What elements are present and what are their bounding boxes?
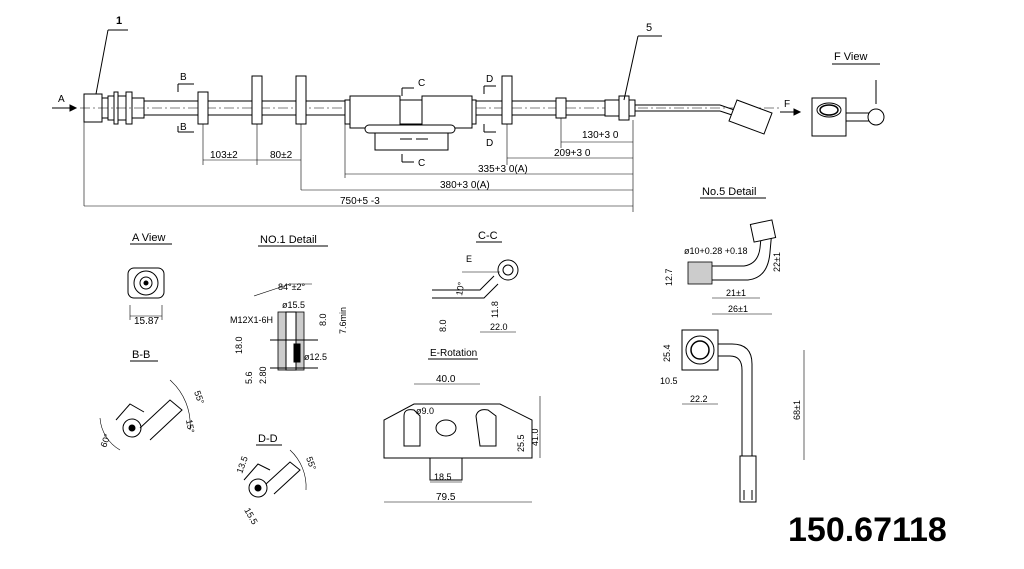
section-c-bottom: C: [418, 158, 425, 169]
a-arrow-label: A: [58, 94, 65, 105]
no5-25-4: 25.4: [662, 344, 672, 362]
e-79-5: 79.5: [436, 492, 456, 503]
f-view: F View: [811, 51, 885, 137]
no1-detail-title: NO.1 Detail: [260, 234, 317, 246]
e-18-5: 18.5: [434, 472, 452, 482]
no1-8: 8.0: [318, 313, 328, 326]
cc-title: C-C: [478, 230, 498, 242]
no5-21: 21±1: [726, 288, 746, 298]
section-b-top: B: [180, 72, 187, 83]
e-9: ø9.0: [416, 406, 434, 416]
no1-dia15: ø15.5: [282, 300, 305, 310]
bb-15: 15°: [184, 419, 196, 435]
part-number: 150.67118: [788, 511, 947, 549]
cc-22: 22.0: [490, 322, 508, 332]
no5-dia: ø10+0.28 +0.18: [684, 246, 748, 256]
section-d-top: D: [486, 74, 493, 85]
section-c-top: C: [418, 78, 425, 89]
dd-15: 15.5: [242, 506, 259, 526]
cc-8: 8.0: [438, 319, 448, 332]
e-41: 41.0: [530, 428, 540, 446]
e-rotation-title: E-Rotation: [430, 348, 477, 359]
cc-section: C-C E 10° 11.8 8.0 22.0: [432, 230, 519, 333]
cc-11-8: 11.8: [490, 301, 500, 318]
dim-335: 335+3 0(A): [478, 164, 528, 175]
dim-380: 380+3 0(A): [440, 180, 490, 191]
cc-10: 10°: [454, 281, 466, 297]
no5-22: 22±1: [772, 252, 782, 272]
dim-209: 209+3 0: [554, 148, 591, 159]
dd-13-5: 13.5: [234, 455, 249, 475]
main-hose-assembly: A: [52, 15, 802, 212]
bb-section: B-B 60° 55° 15°: [98, 349, 206, 451]
section-d-bottom: D: [486, 138, 493, 149]
no1-detail: NO.1 Detail 84°±2° ø15.5 M12X1-6H 8.0 7.…: [230, 234, 348, 384]
callout-5: 5: [646, 22, 652, 34]
bb-55: 55°: [192, 389, 206, 406]
dim-103: 103±2: [210, 150, 238, 161]
bb-60: 60°: [98, 432, 112, 449]
no1-5-6: 5.6: [244, 371, 254, 384]
dim-130: 130+3 0: [582, 130, 619, 141]
f-arrow-label: F: [784, 99, 790, 110]
no5-detail: No.5 Detail ø10+0.28 +0.18 12.7 22±1 21±…: [660, 186, 805, 503]
no1-7-6: 7.6min: [338, 307, 348, 334]
f-view-title: F View: [834, 51, 867, 63]
section-b-bottom: B: [180, 122, 187, 133]
no5-68: 68±1: [792, 400, 802, 420]
no1-18: 18.0: [234, 336, 244, 354]
dd-section: D-D 13.5 55° 15.5: [234, 433, 318, 526]
dim-80: 80±2: [270, 150, 293, 161]
e-rotation: E-Rotation 40.0 ø9.0 25.5 41.0 18.5 79.5: [383, 348, 541, 503]
no5-22-2: 22.2: [690, 394, 708, 404]
no5-10-5: 10.5: [660, 376, 678, 386]
dim-750: 750+5 -3: [340, 196, 380, 207]
a-view-dim: 15.87: [134, 316, 159, 327]
no5-detail-title: No.5 Detail: [702, 186, 756, 198]
dd-title: D-D: [258, 433, 278, 445]
a-view: A View 15.87: [127, 232, 172, 327]
no5-26: 26±1: [728, 304, 748, 314]
no1-thread: M12X1-6H: [230, 315, 273, 325]
bb-title: B-B: [132, 349, 150, 361]
cc-e-mark: E: [466, 254, 472, 264]
a-view-title: A View: [132, 232, 165, 244]
no1-angle: 84°±2°: [278, 282, 306, 292]
no5-12-7: 12.7: [664, 268, 674, 286]
no1-2-80: 2.80: [258, 366, 268, 384]
callout-1: 1: [116, 15, 122, 27]
no1-dia12: ø12.5: [304, 352, 327, 362]
e-25-5: 25.5: [516, 434, 526, 452]
e-40: 40.0: [436, 374, 456, 385]
dd-55: 55°: [304, 455, 318, 472]
